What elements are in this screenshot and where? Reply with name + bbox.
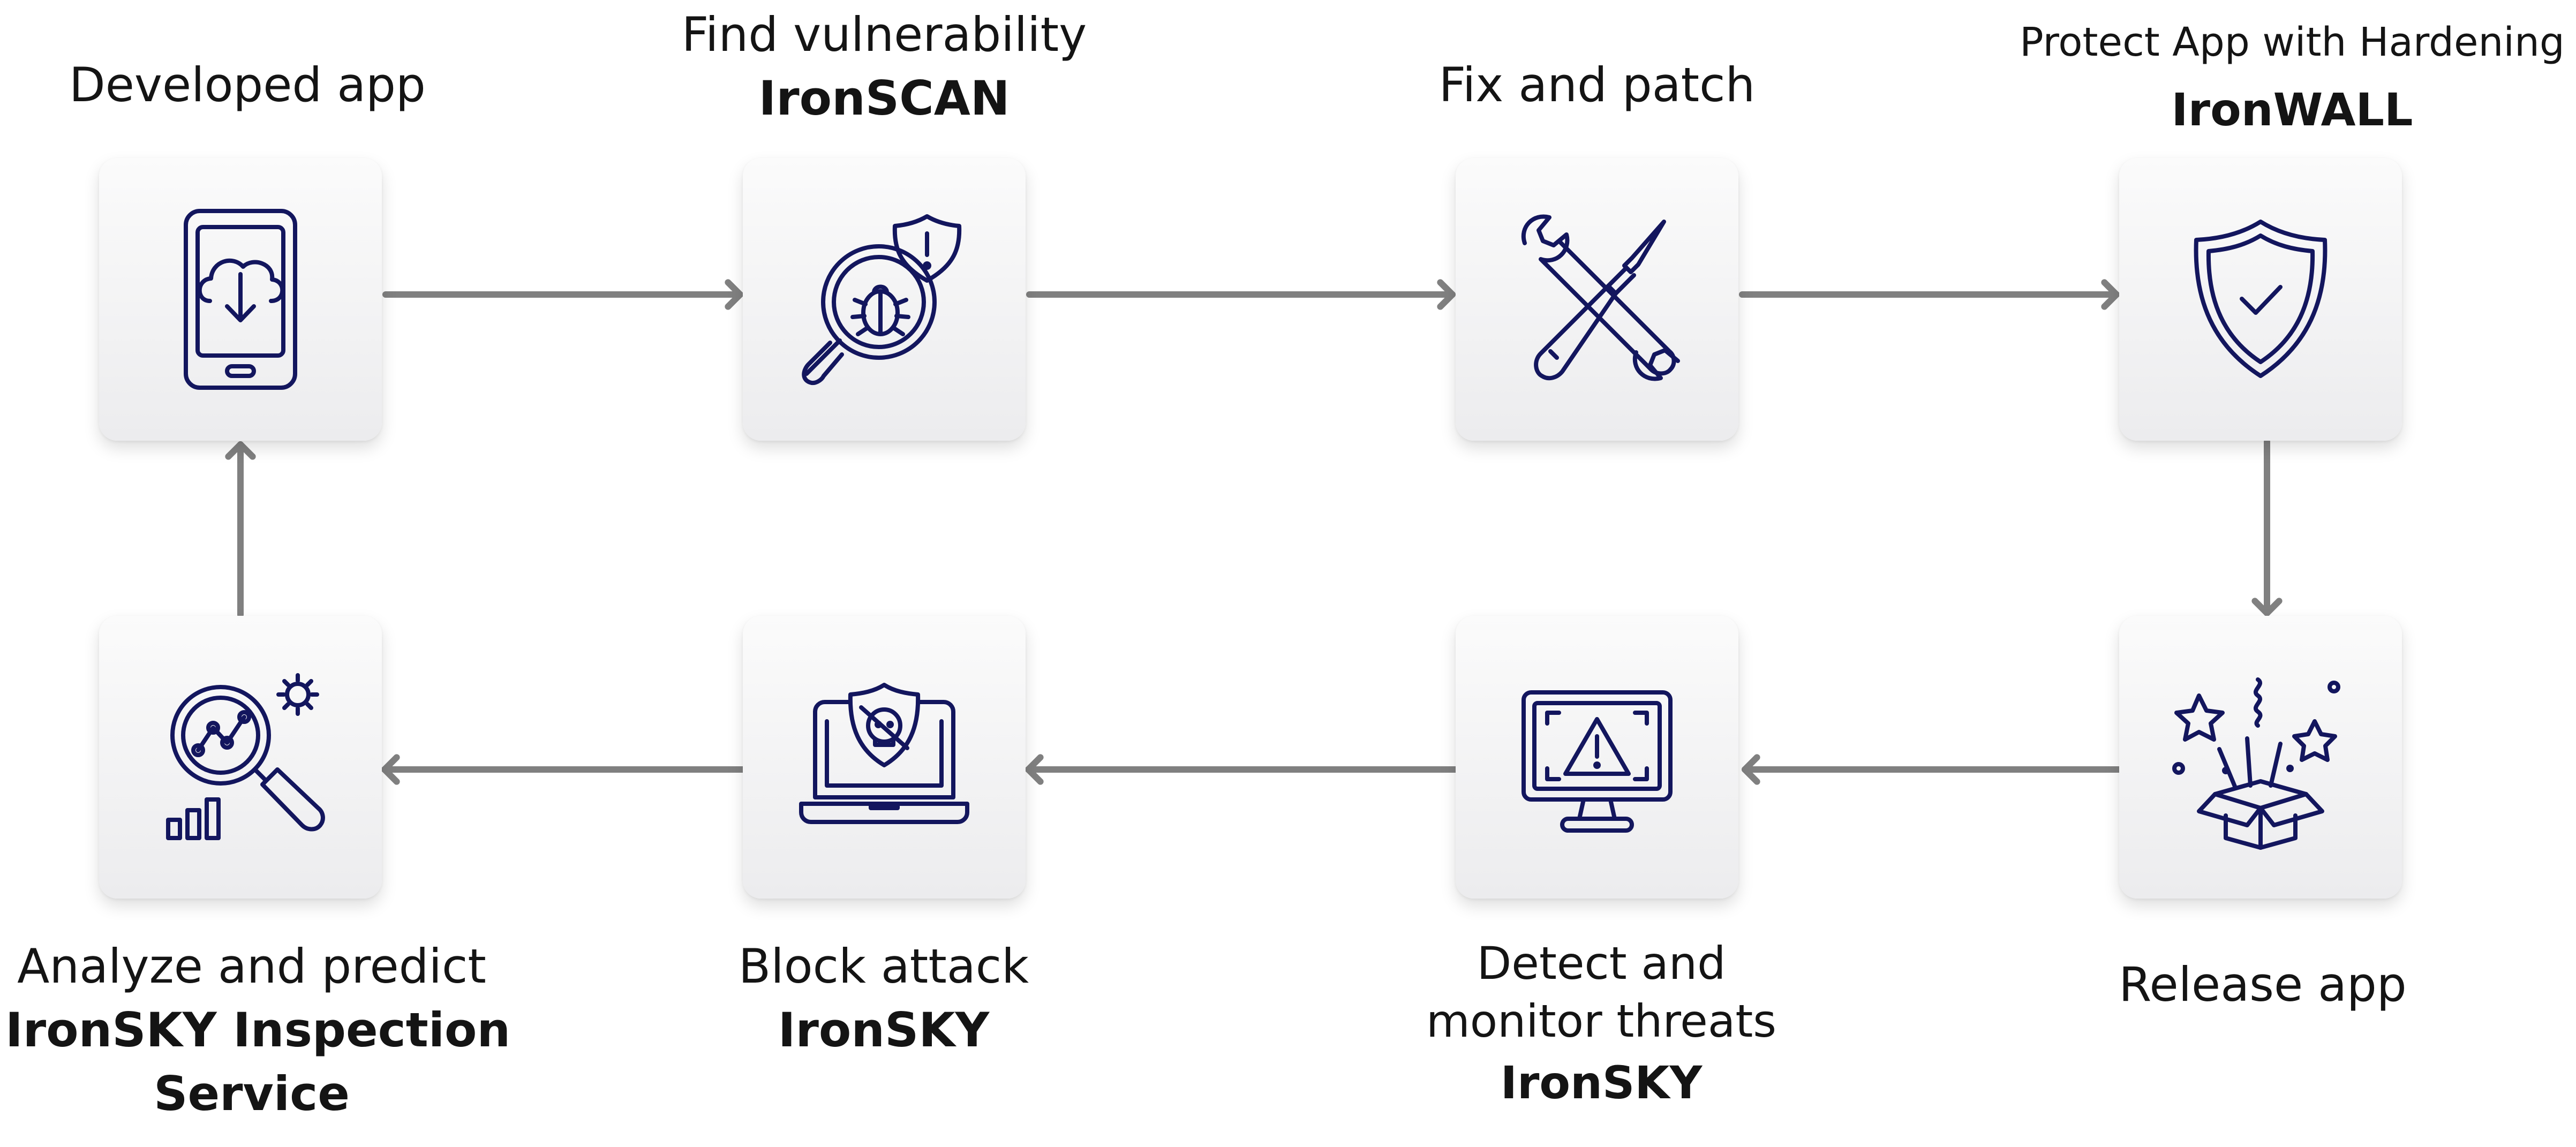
arrow-release-to-detect [1742, 754, 2122, 785]
step-caption: Fix and patch [1438, 57, 1756, 112]
arrow-analyze-to-developed [225, 441, 256, 618]
label-protect-app: Protect App with Hardening IronWALL [2014, 11, 2571, 146]
step-caption: Protect App with Hardening [2020, 19, 2565, 65]
step-caption: Find vulnerability [681, 7, 1087, 62]
step-caption-line-2: monitor threats [1426, 994, 1777, 1047]
arrow-fix-to-protect [1739, 279, 2120, 310]
node-protect-app [2119, 158, 2402, 441]
label-analyze-predict: Analyze and predict IronSKY Inspection S… [5, 935, 511, 1126]
label-block-attack: Block attack IronSKY [691, 935, 1076, 1062]
label-fix-and-patch: Fix and patch [1388, 54, 1806, 117]
shield-check-icon [2194, 220, 2328, 378]
product-name-line-2: Service [154, 1066, 350, 1121]
monitor-warning-icon [1522, 690, 1673, 833]
product-name: IronSKY [778, 1002, 990, 1058]
laptop-shield-skull-icon [799, 683, 969, 824]
arrow-developed-to-scan [382, 279, 743, 310]
node-release-app [2119, 616, 2402, 899]
node-fix-and-patch [1456, 158, 1738, 441]
magnifier-chart-gear-icon [166, 673, 325, 840]
node-find-vulnerability [743, 158, 1026, 441]
product-name: IronSCAN [758, 70, 1010, 126]
arrow-detect-to-block [1025, 754, 1459, 785]
step-caption-line-1: Detect and [1477, 937, 1726, 990]
node-block-attack [743, 616, 1026, 899]
step-caption: Block attack [738, 939, 1029, 994]
label-developed-app: Developed app [69, 54, 426, 117]
label-release-app: Release app [2078, 953, 2447, 1017]
node-developed-app [99, 158, 382, 441]
step-caption: Analyze and predict [17, 939, 486, 994]
arrow-block-to-analyze [381, 754, 746, 785]
label-find-vulnerability: Find vulnerability IronSCAN [665, 3, 1104, 131]
smartphone-cloud-download-icon [184, 209, 297, 390]
wrench-screwdriver-icon [1522, 214, 1680, 381]
gift-box-stars-icon [2172, 677, 2340, 850]
arrow-scan-to-fix [1026, 279, 1456, 310]
step-caption: Release app [2119, 957, 2407, 1012]
step-caption: Developed app [69, 57, 426, 112]
arrow-protect-to-release [2251, 439, 2283, 616]
label-detect-monitor: Detect and monitor threats IronSKY [1371, 935, 1832, 1112]
node-detect-monitor [1456, 616, 1738, 899]
product-name: IronSKY [1500, 1057, 1703, 1110]
node-analyze-predict [99, 616, 382, 899]
magnifier-bug-shield-icon [802, 214, 962, 385]
product-name: IronWALL [2171, 84, 2413, 137]
product-name-line-1: IronSKY Inspection [5, 1002, 511, 1058]
